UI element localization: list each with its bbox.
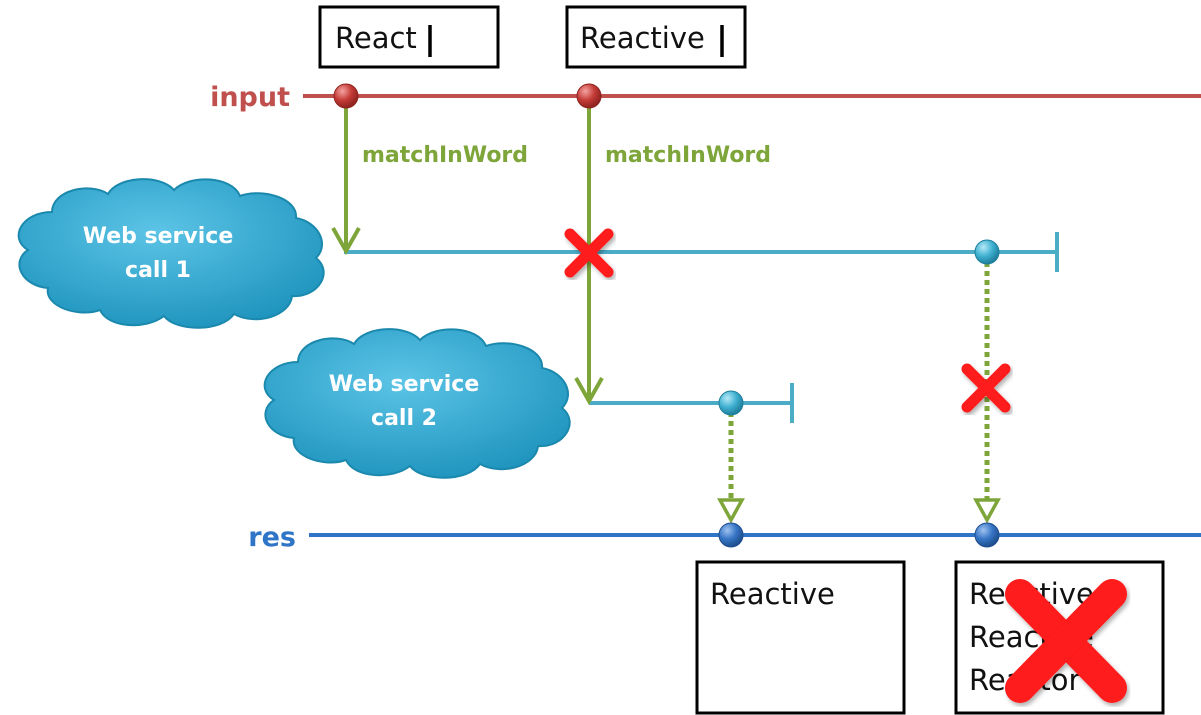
cloud-shape-icon (17, 178, 325, 329)
service-call-2-label-line1: Web service (329, 372, 480, 397)
service-response-marble (718, 390, 744, 416)
input-timeline-label: input (210, 82, 290, 113)
cancel-x-icon (564, 228, 614, 278)
arrow-head-icon (973, 498, 1001, 524)
input-event-marble (576, 83, 602, 109)
input-box-reactive-text: Reactive (580, 21, 705, 55)
input-event-marble (333, 83, 359, 109)
service-call-2-label-line2: call 2 (371, 406, 437, 431)
cloud-shape-icon (263, 328, 571, 479)
operator-label-1: matchInWord (362, 143, 528, 168)
service-response-marble (974, 239, 1000, 265)
result-timeline-label: res (248, 522, 296, 553)
service-call-1-label-line1: Web service (83, 224, 234, 249)
cancel-x-icon (1005, 579, 1127, 703)
input-box-reactive: Reactive (565, 5, 747, 69)
arrow-head-icon (717, 498, 745, 524)
result-box-1: Reactive (695, 560, 906, 715)
service-call-1-cloud: Web service call 1 (17, 178, 325, 329)
result-marble (974, 522, 1000, 548)
operator-label-2: matchInWord (605, 143, 771, 168)
result-box-2: Reactive Reactive Reactor (954, 560, 1165, 715)
result-box-1-line: Reactive (710, 577, 835, 611)
service-call-2-cloud: Web service call 2 (263, 328, 571, 479)
input-box-react-text: React (335, 21, 417, 55)
cancel-x-icon (961, 363, 1011, 413)
arrow-head-icon (331, 227, 361, 256)
result-marble (718, 522, 744, 548)
input-box-react: React (318, 5, 500, 69)
arrow-head-icon (574, 377, 604, 406)
service-call-1-label-line2: call 1 (125, 258, 191, 283)
